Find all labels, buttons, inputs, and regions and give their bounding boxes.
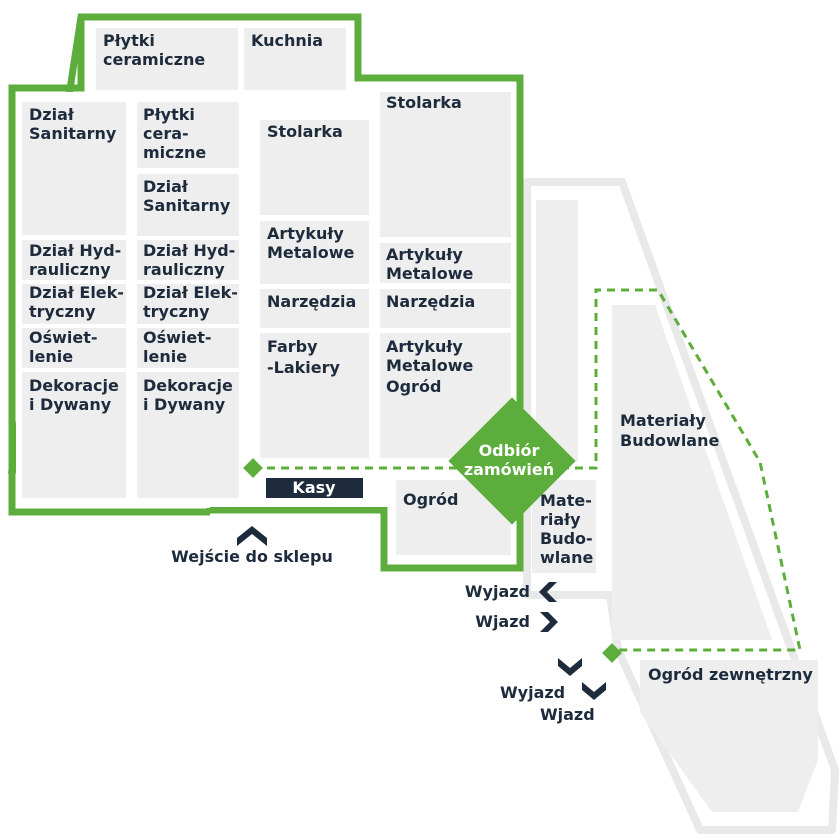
outdoor-garden-block [640, 660, 818, 812]
store-outline-left [8, 17, 85, 512]
outdoor-strip [536, 200, 578, 462]
entry-arrow-down-icon [582, 682, 606, 700]
block-oswietlenie-2 [137, 328, 239, 368]
exit-label-1: Wyjazd [465, 582, 530, 601]
outdoor-big-block [612, 305, 772, 640]
pickup-route-inside [253, 288, 802, 652]
exit-label-2: Wyjazd [500, 683, 565, 702]
cashier-label: Kasy [292, 478, 336, 497]
outdoor-outline [523, 178, 839, 834]
block-artykuly-1 [260, 221, 369, 284]
pickup-label-line1: Odbiór [479, 441, 540, 460]
label-elektryczny-1: Dział Elek-tryczny [29, 283, 124, 321]
block-dekoracje-2 [137, 372, 239, 498]
block-elektryczny-2 [137, 284, 239, 324]
block-stolarka-2 [380, 92, 511, 237]
outdoor-area [523, 178, 839, 834]
block-oswietlenie-1 [22, 328, 126, 368]
label-elektryczny-2: Dział Elek-tryczny [143, 283, 238, 321]
entrance-arrow-icon [237, 526, 267, 546]
entry-arrow-right-icon [540, 612, 558, 632]
block-plytki-2 [137, 102, 239, 168]
block-kuchnia [244, 28, 346, 90]
block-sanitarny-2 [137, 174, 239, 236]
label-oswietlenie-1: Oświet-lenie [29, 328, 98, 366]
route-end-marker [602, 643, 622, 663]
entrance-label: Wejście do sklepu [171, 547, 333, 566]
block-hydrauliczny-1 [22, 240, 126, 280]
block-elektryczny-1 [22, 284, 126, 324]
block-plytki-top [96, 28, 238, 90]
block-artykuly-2 [380, 243, 511, 283]
department-blocks [22, 28, 596, 573]
label-oswietlenie-2: Oświet-lenie [143, 328, 212, 366]
label-stolarka-2: Stolarka [386, 93, 462, 112]
pickup-label-line2: zamówień [464, 460, 554, 479]
block-stolarka-1 [260, 120, 369, 215]
block-farby [260, 333, 369, 458]
label-farby: Farby-Lakiery [267, 337, 341, 377]
route-start-marker [243, 458, 263, 478]
label-kuchnia: Kuchnia [251, 31, 323, 50]
label-hydrauliczny-1: Dział Hyd-rauliczny [29, 241, 121, 279]
block-sanitarny-1 [22, 102, 126, 235]
pickup-point-diamond[interactable] [448, 397, 576, 525]
label-ogrod: Ogród [403, 490, 458, 509]
block-dekoracje-1 [22, 372, 126, 498]
exit-arrow-down-icon [558, 658, 582, 676]
label-ogrod-zewnetrzny: Ogród zewnętrzny [648, 665, 813, 684]
exit-arrow-left-icon [539, 582, 557, 602]
label-narzedzia-1: Narzędzia [267, 292, 356, 311]
label-stolarka-1: Stolarka [267, 122, 343, 141]
entry-label-1: Wjazd [475, 612, 530, 631]
block-materialy-small [532, 480, 596, 573]
cashier-bar [266, 478, 363, 498]
block-narzedzia-2 [380, 289, 511, 328]
label-narzedzia-2: Narzędzia [386, 292, 475, 311]
label-hydrauliczny-2: Dział Hyd-rauliczny [143, 241, 235, 279]
block-hydrauliczny-2 [137, 240, 239, 280]
block-narzedzia-1 [260, 289, 369, 328]
entry-label-2: Wjazd [540, 705, 595, 724]
